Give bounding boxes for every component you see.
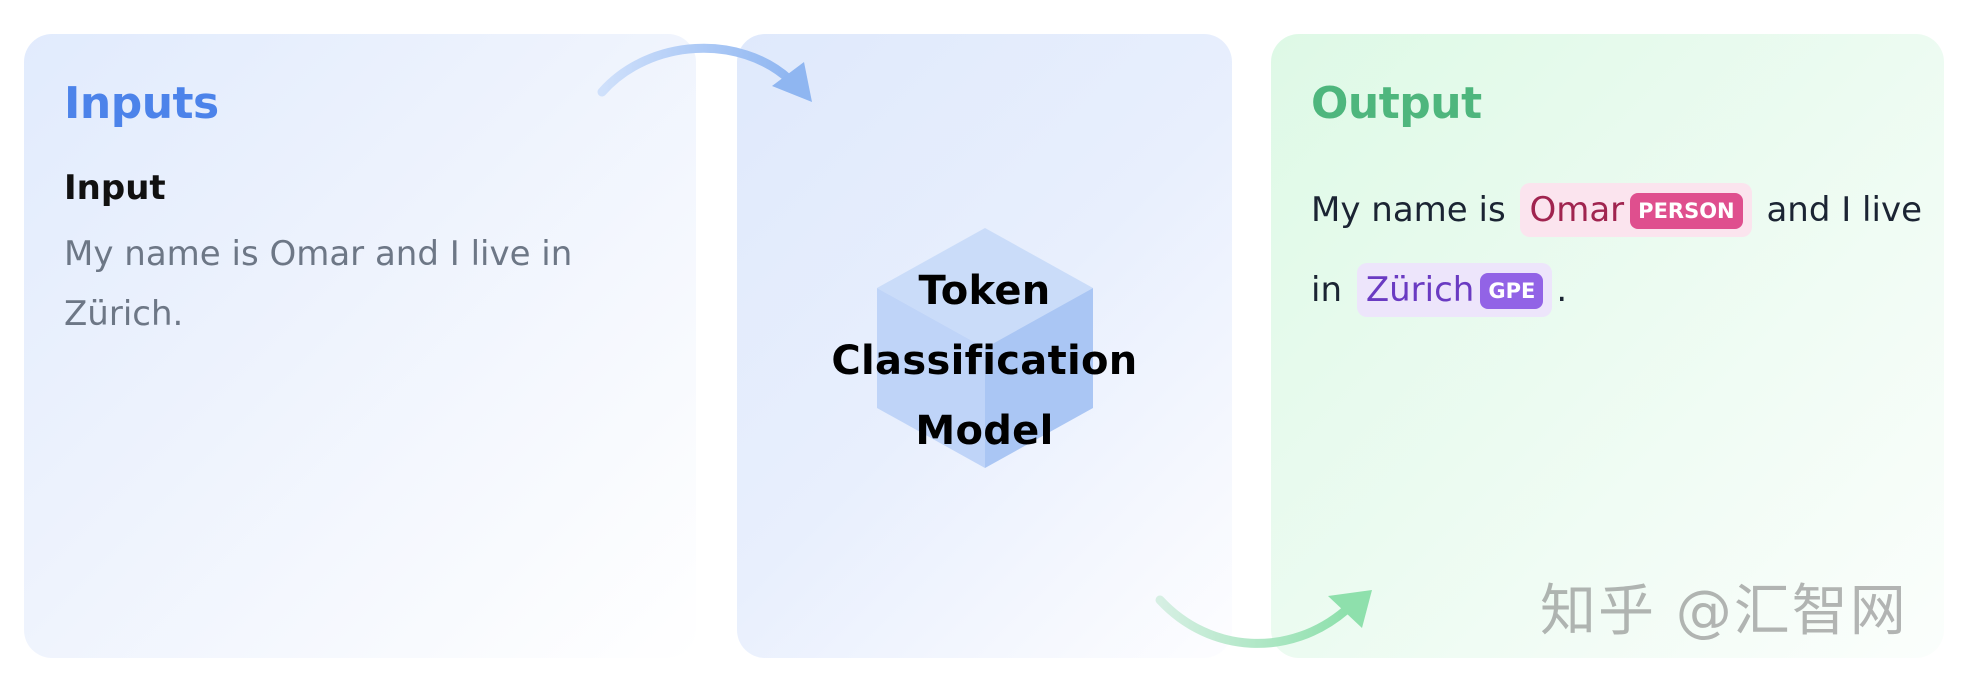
watermark: 知乎 @汇智网 [1540,579,1908,644]
output-title: Output [1311,78,1482,129]
model-label-line2: Classification [831,338,1138,384]
model-label-line1: Token [918,268,1051,314]
model-label: Token Classification Model [737,256,1232,466]
output-text-part2: and I live in [1311,190,1922,310]
person-tag-badge: PERSON [1630,193,1743,229]
inputs-title: Inputs [64,78,219,129]
output-text-part3: . [1556,270,1568,310]
gpe-tag-badge: GPE [1480,273,1544,309]
input-text: My name is Omar and I live in Zürich. [64,234,573,334]
output-text-part1: My name is [1311,190,1506,230]
model-label-line3: Model [915,408,1054,454]
cube-icon [877,228,1093,468]
model-panel: Token Classification Model [737,34,1232,658]
inputs-panel: Inputs Input My name is Omar and I live … [24,34,696,658]
entity-person-text: Omar [1529,190,1625,230]
entity-gpe-text: Zürich [1365,270,1475,310]
input-label: Input [64,168,166,208]
